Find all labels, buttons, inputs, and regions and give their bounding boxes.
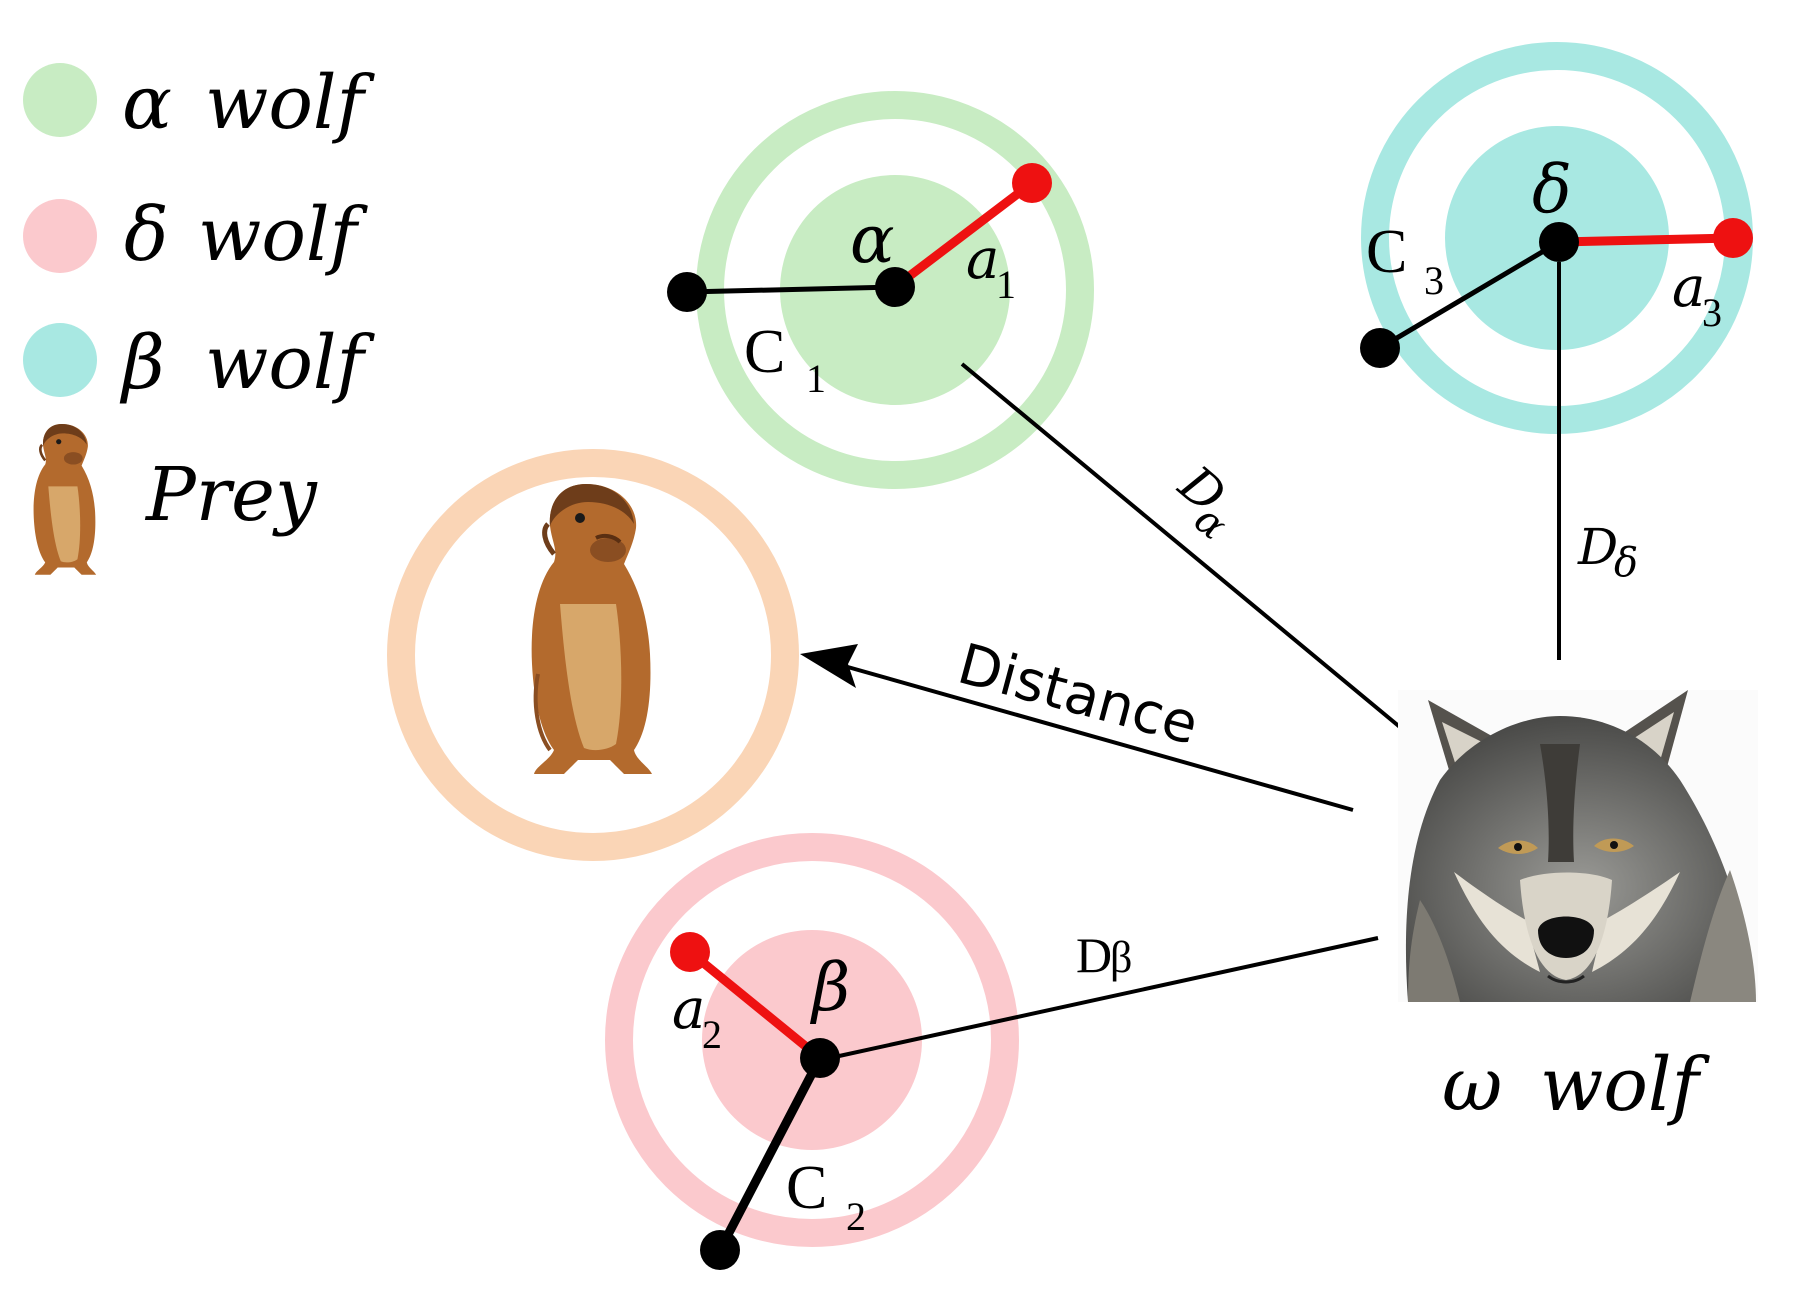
alpha-a-point [1012,163,1052,203]
legend-alpha-label: wolf [205,60,376,146]
alpha-a-subscript: 1 [996,262,1016,307]
alpha-a-label: a [966,227,999,292]
legend-alpha-swatch [23,63,97,137]
delta-symbol: δ [1532,151,1572,228]
beta-a-label: a [672,977,705,1042]
distance-arrowhead [800,644,858,688]
alpha-node: α a 1 C 1 [667,91,1094,489]
beta-c-subscript: 2 [846,1194,866,1239]
alpha-a-vector [892,179,1035,291]
legend-alpha-symbol: α [122,60,172,146]
prey-node [387,449,799,861]
beta-outer-ring [605,833,1019,1247]
legend-item-alpha: α wolf [23,60,376,146]
beta-c-vector [716,1055,824,1253]
legend-beta-symbol: β [119,320,165,406]
legend-item-beta: β wolf [23,320,376,406]
legend-delta-swatch [23,199,97,273]
alpha-center-point [875,267,915,307]
delta-a-vector [1558,233,1734,247]
beta-a-subscript: 2 [702,1012,722,1057]
d-delta-label: D δ [1577,518,1638,586]
beta-symbol: β [809,949,850,1026]
d-alpha-edge [960,362,1420,744]
alpha-c-point [667,272,707,312]
legend: α wolf δ wolf β wolf Prey [23,60,376,575]
d-beta-subscript: β [1110,933,1132,982]
alpha-c-label: C [744,318,785,386]
legend-item-prey: Prey [33,424,318,575]
prey-ring [387,449,799,861]
legend-delta-symbol: δ [124,192,169,278]
legend-beta-label: wolf [205,320,376,406]
legend-item-delta: δ wolf [23,192,369,278]
delta-c-subscript: 3 [1424,258,1444,303]
alpha-symbol: α [850,201,895,278]
d-beta-main: D [1076,927,1112,983]
d-alpha-label: D α [1168,454,1237,549]
delta-c-vector [1378,239,1561,351]
beta-c-label: C [786,1154,827,1222]
delta-c-label: C [1366,218,1407,286]
prairie-dog-icon [531,484,652,774]
distance-label: Distance [951,632,1204,758]
beta-c-point [700,1230,740,1270]
beta-center-point [800,1038,840,1078]
alpha-c-subscript: 1 [806,356,826,401]
beta-a-vector [687,948,823,1062]
delta-a-label: a [1672,255,1705,320]
legend-delta-label: wolf [198,192,369,278]
omega-symbol: ω [1442,1042,1502,1128]
distance-edge [829,660,1354,812]
beta-a-point [670,932,710,972]
alpha-c-vector [686,284,896,295]
delta-center-point [1539,222,1579,262]
d-beta-edge [829,936,1379,1060]
delta-c-point [1360,328,1400,368]
omega-wolf: ω wolf [1398,690,1758,1128]
d-beta-label: D β [1076,927,1132,983]
legend-prey-label: Prey [144,452,318,538]
delta-a-subscript: 3 [1702,290,1722,335]
beta-node: β a 2 C 2 [605,833,1019,1270]
delta-node: δ C 3 a 3 [1360,42,1753,434]
d-delta-subscript: δ [1614,540,1638,586]
prairie-dog-icon [33,424,97,575]
delta-a-point [1713,218,1753,258]
wolf-face-icon [1398,690,1758,1002]
d-delta-main: D [1577,518,1618,576]
omega-label: wolf [1540,1042,1711,1128]
legend-beta-swatch [23,323,97,397]
